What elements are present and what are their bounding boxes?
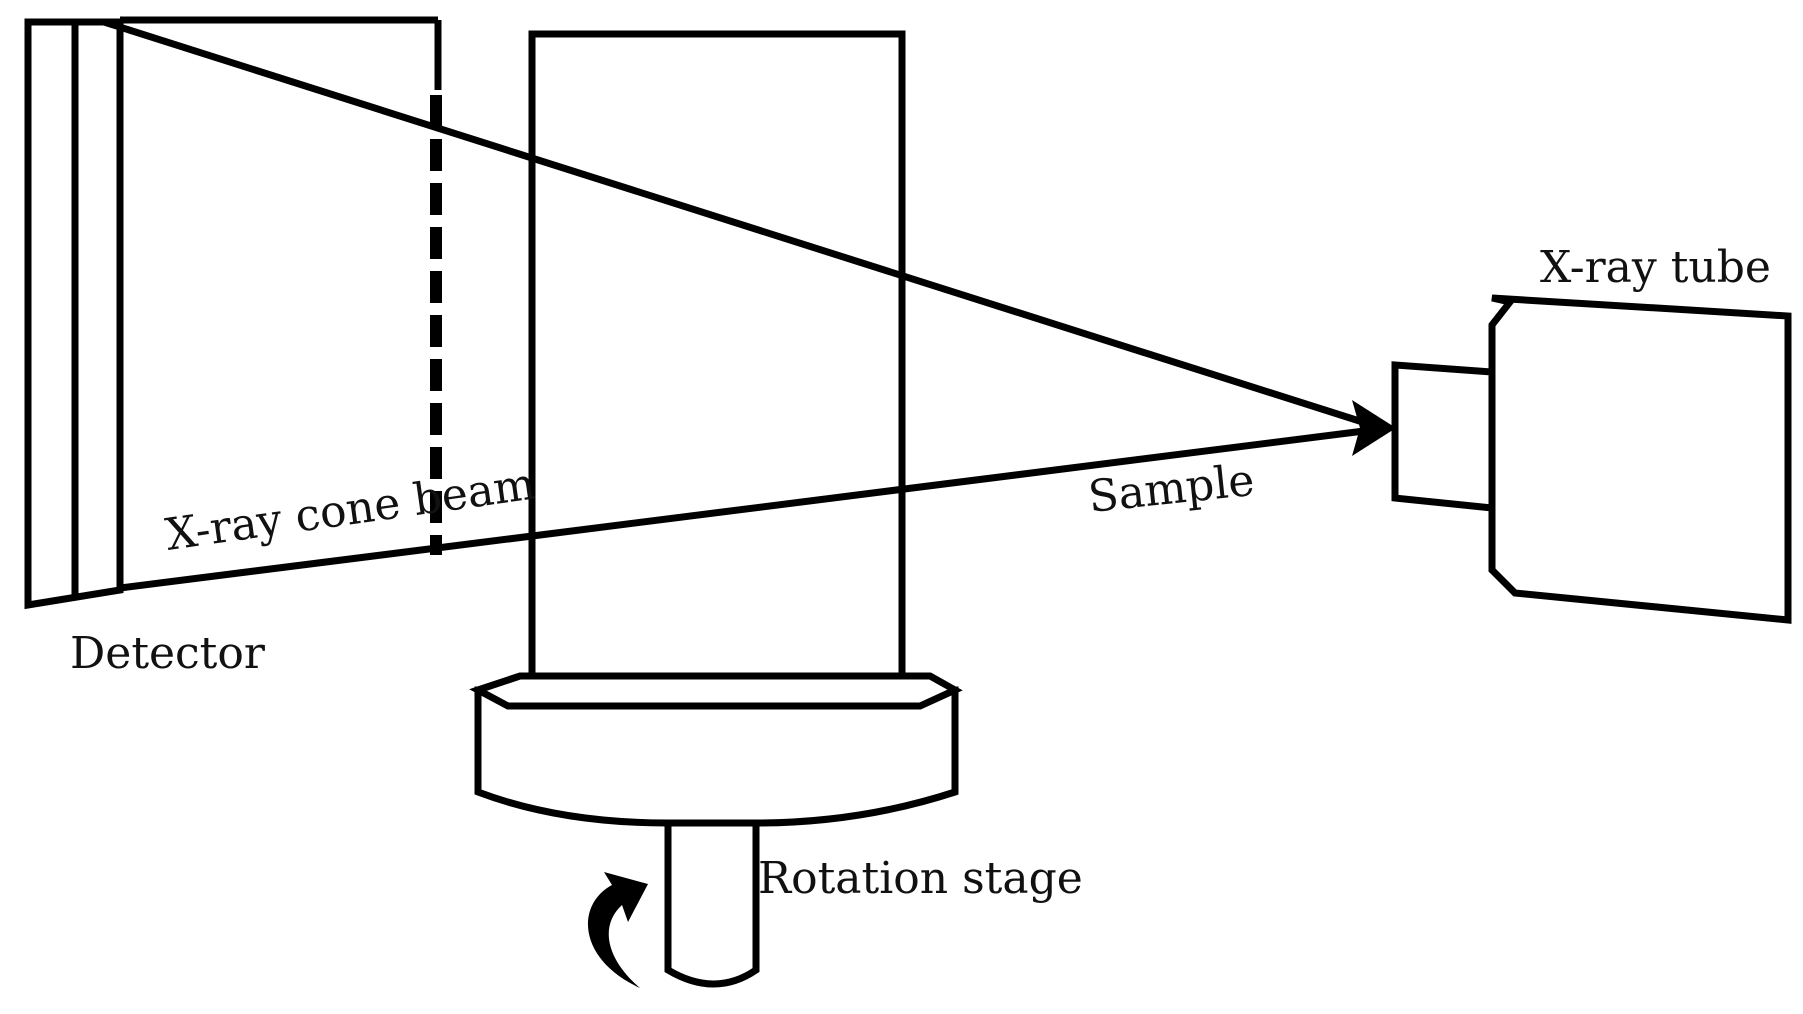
rotation-arrow-icon — [587, 872, 648, 988]
x-ray-tube-nozzle — [1391, 361, 1496, 512]
detector-label: Detector — [70, 628, 266, 679]
x-ray-cone-beam — [102, 18, 1396, 592]
x-ray-tube-body — [1488, 294, 1792, 624]
rotation-stage-base — [474, 686, 959, 827]
rotation-stage — [469, 672, 963, 988]
rotation-stage-shaft — [664, 811, 760, 988]
cone-beam-arrowhead-icon — [1352, 400, 1396, 456]
detector — [24, 18, 124, 610]
rotation-stage-top — [469, 672, 963, 710]
cone-beam-upper-ray — [102, 18, 1374, 429]
detector-plane — [120, 16, 442, 555]
x-ray-tube — [1391, 294, 1792, 624]
x-ray-tube-label: X-ray tube — [1540, 242, 1771, 293]
sample-block — [528, 30, 906, 688]
rotation-stage-label: Rotation stage — [758, 853, 1083, 904]
cone-beam-lower-ray — [119, 426, 1373, 592]
